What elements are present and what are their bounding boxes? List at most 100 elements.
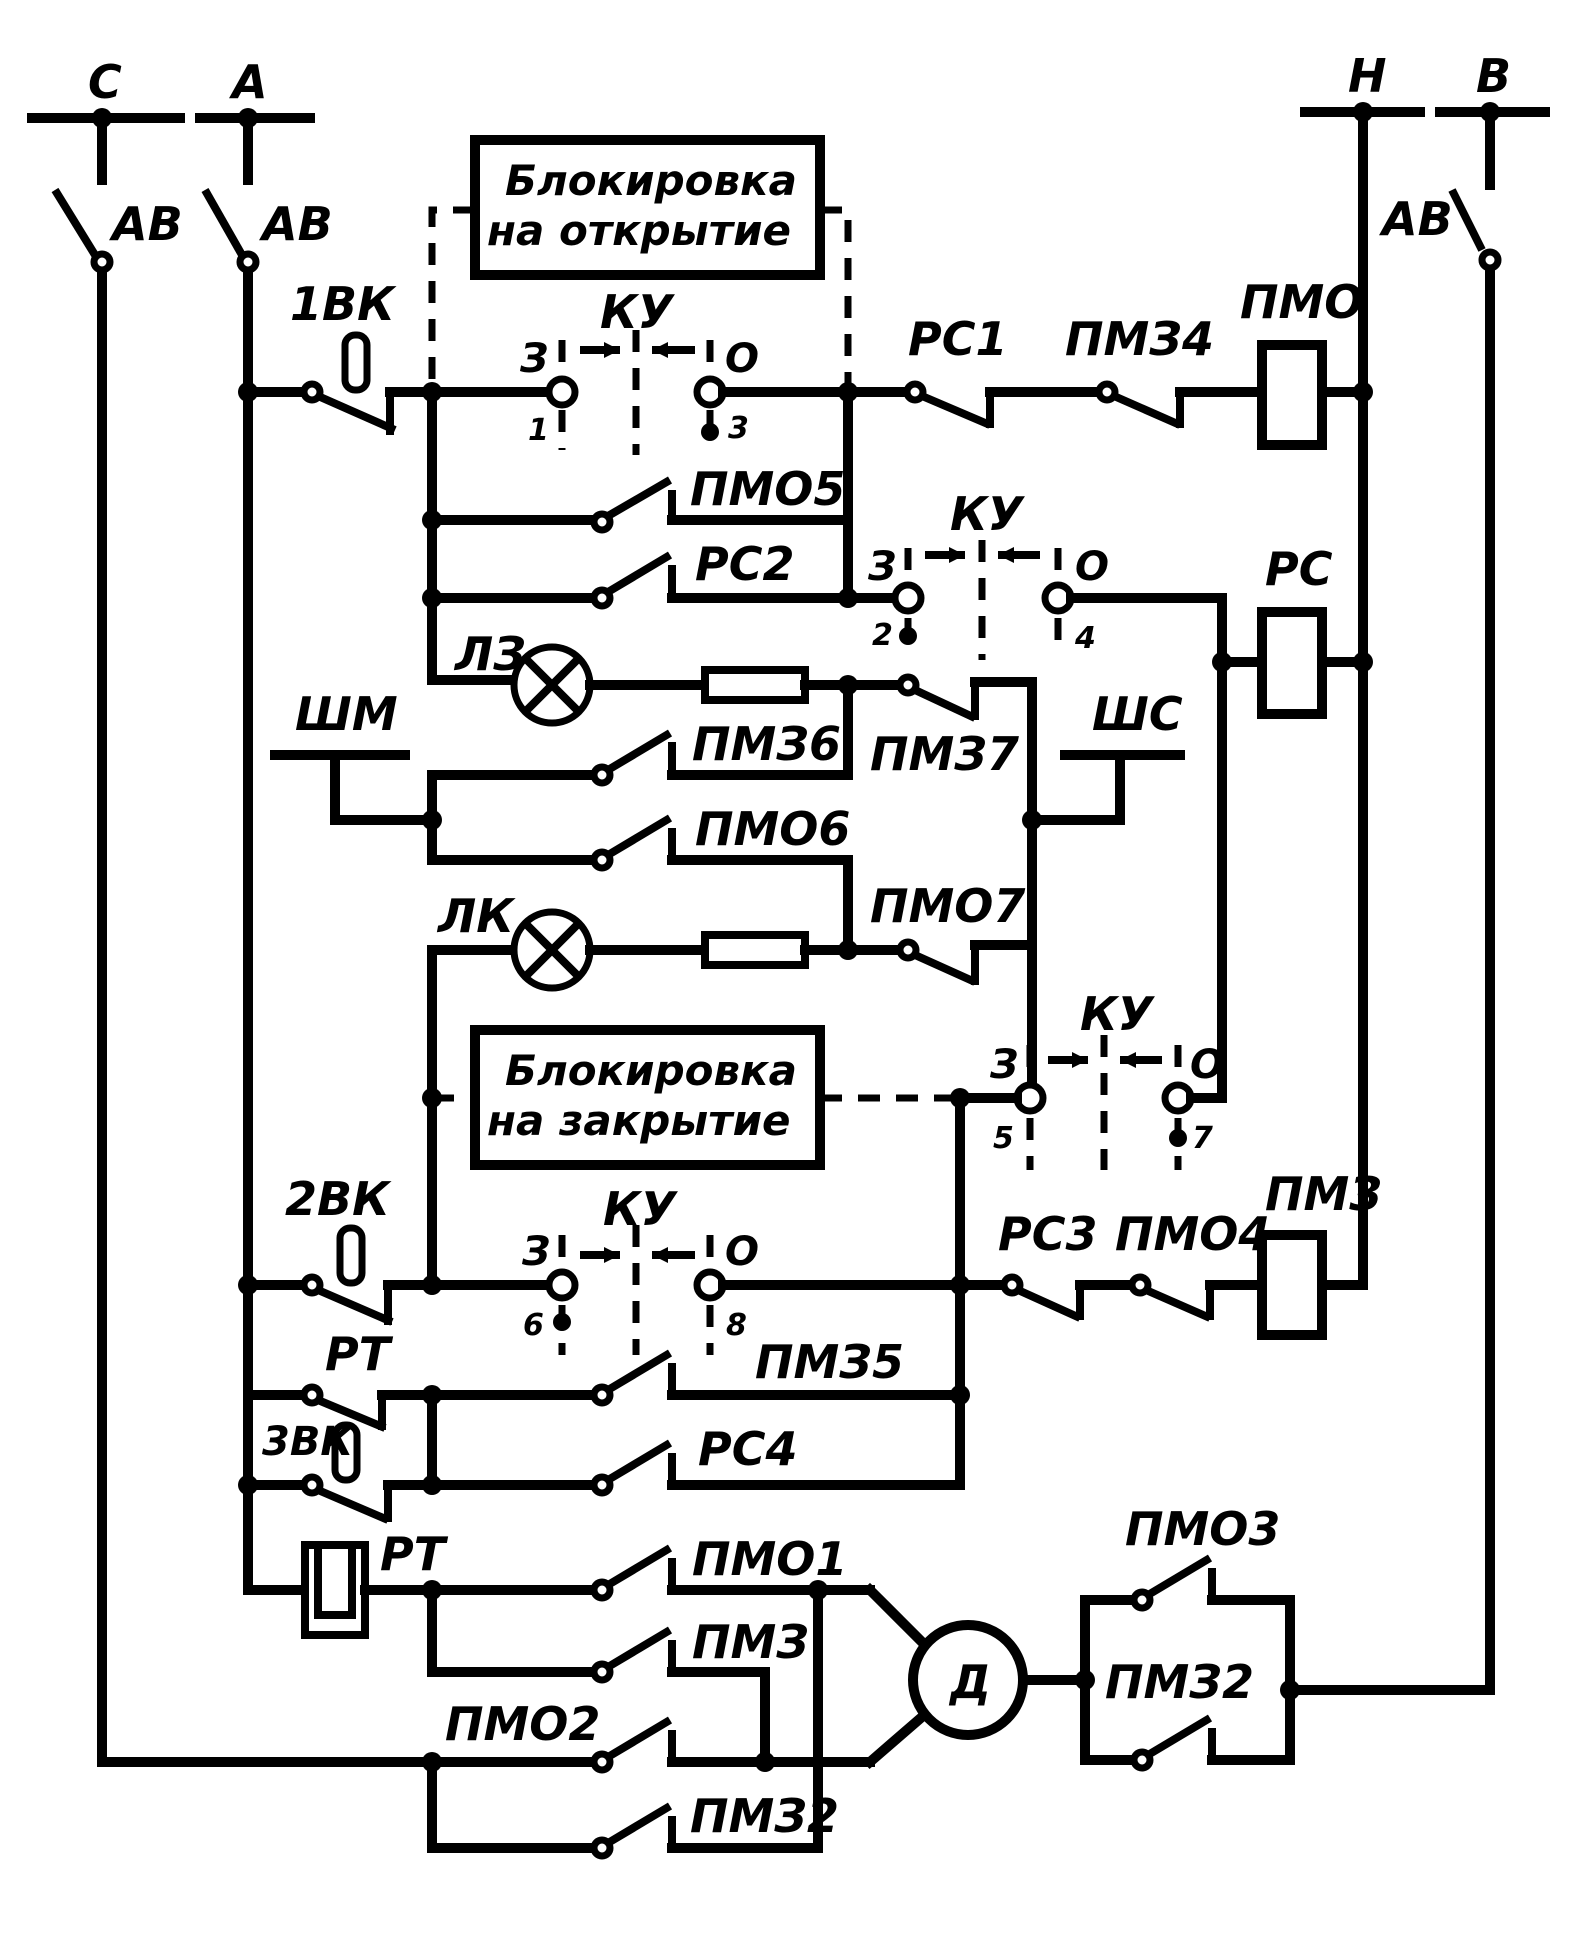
signal-bus-shm — [270, 750, 437, 825]
coil-rs-label: РС — [1265, 542, 1333, 596]
ku4-label: КУ — [603, 1182, 679, 1236]
ku-contact-6-8 — [545, 1225, 727, 1355]
coil-pmo — [1257, 340, 1327, 450]
contact-pmz6 — [590, 729, 676, 787]
contact-rs3 — [1000, 1273, 1084, 1322]
signal-bus-shs — [1027, 750, 1185, 825]
contact-rs1 — [903, 380, 994, 429]
bus-a — [195, 108, 315, 185]
lamp-lk-label: ЛК — [436, 889, 516, 943]
contact-rs2 — [590, 551, 676, 610]
ku1-c3: 3 — [728, 411, 749, 446]
thermal-relay-rt — [301, 1541, 369, 1639]
ku-contact-5-7 — [1013, 1035, 1195, 1170]
interlock-open-dash-left — [428, 206, 475, 390]
ku-contact-1-3 — [545, 330, 727, 455]
pmz2b-label: ПМЗ2 — [1105, 1655, 1254, 1709]
ku3-pos-o: О — [1190, 1042, 1224, 1088]
coil-pmo-label: ПМО — [1240, 275, 1363, 329]
interlock-open-line2: на открытие — [487, 206, 791, 255]
contact-pmz4 — [1095, 380, 1184, 429]
contact-pmo3 — [1130, 1554, 1216, 1612]
limit-switch-2vk — [300, 1224, 394, 1326]
contact-rt1 — [300, 1383, 387, 1432]
contact-pmz — [590, 1626, 676, 1684]
pmz7-label: ПМЗ7 — [870, 727, 1019, 781]
lamp-lz-label: ЛЗ — [453, 627, 526, 681]
vk2-label: 2ВК — [285, 1172, 392, 1226]
ku2-pos-o: О — [1075, 544, 1109, 590]
contact-pmo7 — [896, 938, 979, 986]
breaker-av2-label: АВ — [259, 197, 333, 251]
contact-rs4 — [590, 1439, 676, 1497]
coil-rs — [1257, 607, 1327, 719]
interlock-close-line1: Блокировка — [505, 1046, 797, 1095]
breaker-av-c — [51, 187, 114, 274]
pmz4-label: ПМЗ4 — [1065, 312, 1214, 366]
contact-pmo6 — [590, 814, 676, 872]
rs4-label: РС4 — [698, 1422, 797, 1476]
lamp-lk — [510, 908, 594, 992]
bus-a-label: А — [229, 55, 268, 109]
ku4-pos-o: О — [725, 1229, 759, 1275]
ku1-c1: 1 — [528, 413, 549, 448]
ku1-label: КУ — [600, 285, 676, 339]
contact-pmo1 — [590, 1544, 676, 1602]
pmo4-label: ПМО4 — [1115, 1207, 1270, 1261]
ku3-c7: 7 — [1192, 1121, 1213, 1156]
contact-pmz5 — [590, 1349, 676, 1407]
vk3-label: 3ВК — [262, 1419, 355, 1465]
contact-pmz2-lower — [590, 1802, 676, 1860]
ku4-pos-z: З — [521, 1229, 550, 1275]
shs-label: ШС — [1092, 687, 1183, 741]
pmo5-label: ПМО5 — [690, 462, 845, 516]
ku4-c6: 6 — [523, 1308, 544, 1343]
lamp-lz — [510, 643, 594, 727]
pmo7-label: ПМО7 — [870, 879, 1025, 933]
contact-pmz7 — [896, 673, 979, 722]
ku2-pos-z: З — [867, 544, 896, 590]
bus-c-label: С — [88, 55, 122, 109]
pmz6-label: ПМЗ6 — [692, 717, 841, 771]
ku-contact-2-4 — [891, 540, 1075, 660]
ku1-pos-o: О — [725, 336, 759, 382]
breaker-av-a — [201, 188, 260, 274]
interlock-close-line2: на закрытие — [487, 1096, 791, 1145]
pmo2-label: ПМО2 — [445, 1697, 600, 1751]
limit-switch-1vk — [300, 331, 397, 435]
breaker-av1-label: АВ — [109, 197, 183, 251]
bus-c — [27, 108, 185, 185]
rs3-label: РС3 — [998, 1207, 1097, 1261]
coil-pmz — [1257, 1230, 1327, 1340]
breaker-av-b — [1448, 188, 1502, 272]
contact-pmo5 — [590, 476, 676, 534]
bus-b — [1435, 102, 1550, 190]
interlock-open-line1: Блокировка — [505, 156, 797, 205]
rs1-label: РС1 — [908, 312, 1007, 366]
coil-pmz-label: ПМЗ — [1265, 1167, 1382, 1221]
vk1-label: 1ВК — [290, 277, 397, 331]
ku3-label: КУ — [1080, 987, 1156, 1041]
pmo1-label: ПМО1 — [692, 1532, 847, 1586]
shm-label: ШМ — [295, 687, 398, 741]
ku2-c2: 2 — [872, 618, 893, 653]
ku3-pos-z: З — [989, 1042, 1018, 1088]
resistor-lk — [701, 931, 809, 969]
contact-pmz2-motor — [1130, 1714, 1216, 1772]
motor-label: Д — [948, 1655, 991, 1709]
ku1-pos-z: З — [519, 336, 548, 382]
rs2-label: РС2 — [695, 537, 794, 591]
rt1-label: РТ — [325, 1327, 394, 1381]
pmo3-label: ПМО3 — [1125, 1502, 1280, 1556]
pmo6-label: ПМО6 — [695, 802, 850, 856]
contact-pmo4 — [1128, 1273, 1214, 1322]
pmz-label: ПМЗ — [692, 1615, 809, 1669]
interlock-open-dash-right — [820, 206, 852, 390]
ku3-c5: 5 — [993, 1121, 1014, 1156]
pmz2a-label: ПМЗ2 — [690, 1789, 839, 1843]
ku2-c4: 4 — [1074, 621, 1096, 656]
ku2-label: КУ — [950, 487, 1026, 541]
breaker-av3-label: АВ — [1379, 192, 1453, 246]
